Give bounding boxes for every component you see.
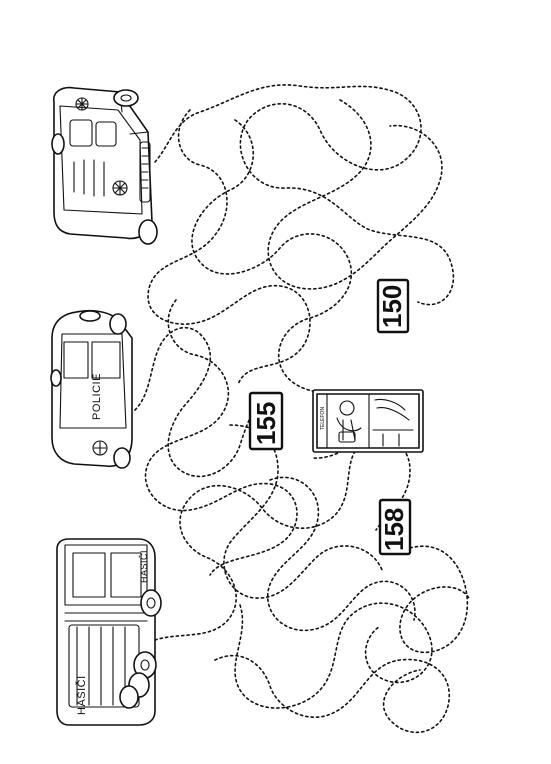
wheel-icon — [51, 89, 158, 245]
number-150: 150 — [377, 285, 407, 328]
wheel-icon — [119, 589, 162, 709]
ambulance-window — [69, 119, 93, 147]
wheel-icon — [109, 313, 127, 335]
fire-label: HASIČI — [75, 675, 88, 715]
maze-path-segment — [266, 476, 416, 632]
star-of-life-icon — [112, 180, 128, 196]
maze-path-segment — [399, 545, 471, 654]
ambulance[interactable] — [51, 86, 158, 245]
maze-path-segment — [267, 99, 443, 290]
police-car[interactable]: POLICIE — [50, 309, 133, 469]
police-label: POLICIE — [91, 373, 103, 420]
star-of-life-icon — [75, 97, 89, 111]
number-box-150[interactable]: 150 — [376, 278, 410, 334]
police-badge-icon — [92, 440, 108, 456]
number-box-155[interactable]: 155 — [248, 391, 284, 451]
person-icon — [336, 400, 362, 441]
fire-truck[interactable]: HASIČI HASIČI — [56, 538, 162, 726]
number-box-158[interactable]: 158 — [378, 498, 412, 556]
maze-path-fire[interactable] — [154, 436, 411, 641]
maze-path-segment — [144, 299, 298, 576]
fire-cab-label: HASIČI — [139, 550, 149, 583]
telephone-icon — [338, 431, 356, 443]
maze-path-segment — [234, 602, 433, 709]
maze-path-ambulance[interactable] — [154, 84, 455, 306]
phone-booth[interactable]: TELEFON — [312, 389, 424, 453]
wheel-icon — [113, 447, 131, 469]
maze-path-segment — [214, 654, 451, 734]
maze-path-police[interactable] — [134, 326, 263, 478]
siren-light-icon — [79, 310, 101, 322]
maze-path-segment — [147, 109, 311, 386]
maze-path-segment — [223, 424, 383, 599]
phone-booth-sign: TELEFON — [320, 407, 326, 430]
number-155: 155 — [251, 402, 281, 445]
number-158: 158 — [379, 508, 409, 551]
maze-paths — [134, 84, 471, 734]
